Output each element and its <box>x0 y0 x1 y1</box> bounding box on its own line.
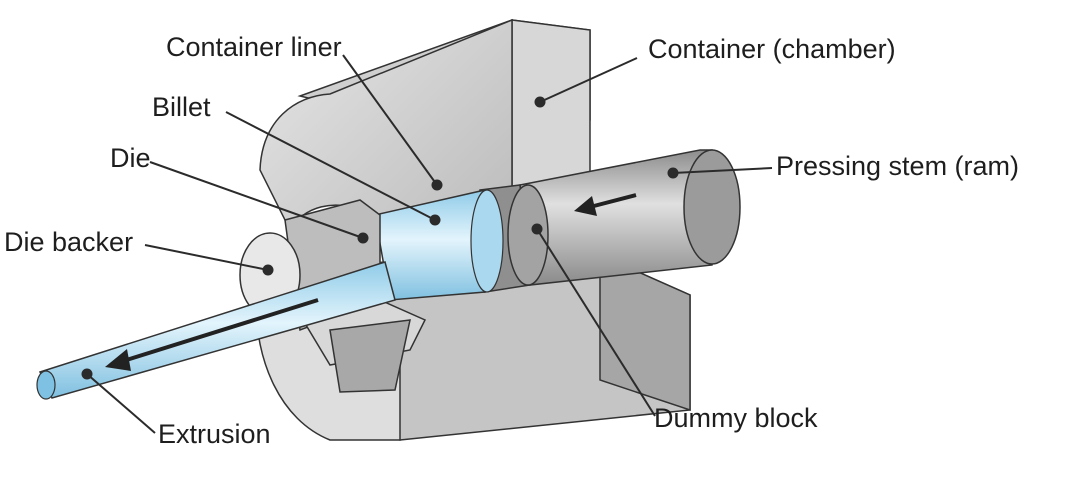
label-container-chamber: Container (chamber) <box>648 34 896 64</box>
leader-dots <box>81 96 679 380</box>
flow-arrows <box>105 193 637 371</box>
billet <box>374 189 504 301</box>
label-extrusion: Extrusion <box>158 419 271 449</box>
label-dummy-block: Dummy block <box>654 403 818 433</box>
label-container-liner: Container liner <box>166 32 342 62</box>
label-die-backer: Die backer <box>4 227 134 257</box>
label-billet: Billet <box>152 92 211 122</box>
pressing-stem <box>519 149 741 286</box>
label-pressing-stem: Pressing stem (ram) <box>776 151 1020 181</box>
leader-lines <box>86 54 773 434</box>
label-die: Die <box>110 143 151 173</box>
